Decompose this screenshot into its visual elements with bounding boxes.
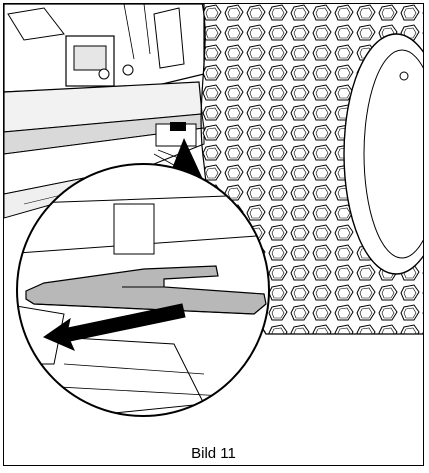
mower-illustration [4, 4, 423, 417]
mower-chassis [4, 4, 205, 219]
figure-frame: Bild 11 [3, 3, 424, 466]
figure-caption: Bild 11 [191, 445, 236, 462]
